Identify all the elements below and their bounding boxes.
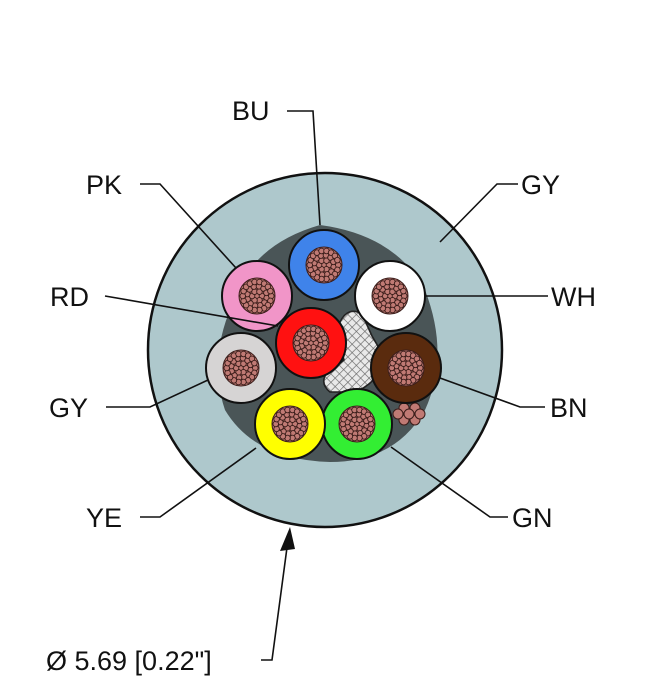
leader-lines <box>104 110 548 661</box>
copper-strand <box>400 287 407 295</box>
leader-gn <box>390 446 508 518</box>
leader-ye <box>140 447 257 518</box>
label-bu: BU <box>232 96 270 126</box>
leader-rd <box>104 295 279 327</box>
label-gy-right: GY <box>521 170 560 200</box>
label-ye: YE <box>86 503 122 533</box>
copper-strand <box>267 287 274 295</box>
leader-gy-left <box>106 379 209 408</box>
label-gn: GN <box>512 503 553 533</box>
conductor-wh <box>354 260 426 332</box>
conductor-pk <box>221 260 293 332</box>
copper-strand <box>321 334 328 342</box>
bundle-strand <box>392 408 404 420</box>
label-bn: BN <box>550 393 588 423</box>
bundle-strand <box>403 408 415 420</box>
conductor-rd <box>275 307 347 379</box>
small-copper-bundle <box>392 402 426 426</box>
conductor-gy <box>205 332 277 404</box>
label-pk: PK <box>86 170 122 200</box>
copper-strand <box>367 415 374 423</box>
leader-diameter <box>261 539 289 661</box>
leader-gy-right <box>439 183 518 243</box>
copper-strand <box>251 359 258 367</box>
label-diameter: Ø 5.69 [0.22"] <box>46 646 212 676</box>
label-rd: RD <box>50 282 89 312</box>
bundle-strand <box>414 408 426 420</box>
conductor-ye <box>254 388 326 460</box>
copper-strand <box>334 256 341 264</box>
copper-strand <box>300 415 307 423</box>
conductor-bu <box>288 229 360 301</box>
leader-pk <box>140 183 237 269</box>
conductor-bn <box>370 332 442 404</box>
copper-strand <box>416 359 423 367</box>
conductor-gn <box>321 388 393 460</box>
label-gy-left: GY <box>49 393 88 423</box>
label-wh: WH <box>551 282 596 312</box>
conductors-group <box>205 229 442 460</box>
leader-bu <box>287 110 321 226</box>
leader-bn <box>439 377 545 408</box>
diameter-arrow-head <box>280 527 295 551</box>
